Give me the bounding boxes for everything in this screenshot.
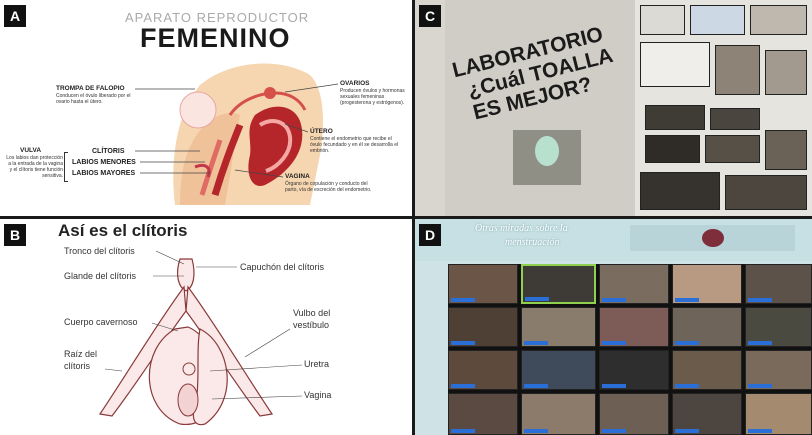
- name-tag: [451, 429, 475, 433]
- collage-photo: [640, 5, 685, 35]
- panel-b-letter: B: [4, 224, 26, 246]
- label-bulbo-2: vestíbulo: [293, 320, 329, 330]
- participant-tile[interactable]: [448, 350, 518, 390]
- participant-tile[interactable]: [745, 350, 812, 390]
- label-raiz-2: clítoris: [64, 361, 90, 371]
- panel-a-letter: A: [4, 5, 26, 27]
- collage-photo: [645, 105, 705, 130]
- collage-photo: [640, 172, 720, 210]
- panel-d: D Otras miradas sobre la menstruación: [415, 219, 812, 435]
- panel-a-leader-lines: [0, 0, 412, 216]
- name-tag: [675, 298, 699, 302]
- participant-tile[interactable]: [599, 350, 669, 390]
- name-tag: [748, 298, 772, 302]
- collage-photo: [710, 108, 760, 130]
- name-tag: [675, 429, 699, 433]
- participant-tile[interactable]: [599, 307, 669, 347]
- label-raiz-1: Raíz del: [64, 349, 97, 359]
- lab-photo: [513, 130, 581, 185]
- label-bulbo-1: Vulbo del: [293, 308, 330, 318]
- participant-tile[interactable]: [521, 393, 596, 435]
- panel-a: A APARATO REPRODUCTOR FEMENINO TROMPA DE…: [0, 0, 412, 216]
- panel-d-letter: D: [419, 224, 441, 246]
- participant-tile[interactable]: [672, 264, 742, 304]
- participant-tile-active[interactable]: [521, 264, 596, 304]
- participant-tile[interactable]: [521, 307, 596, 347]
- collage-photo: [750, 5, 807, 35]
- name-tag: [602, 341, 626, 345]
- collage-photo: [725, 175, 807, 210]
- banner-line-1: Otras miradas sobre la: [475, 223, 568, 234]
- participant-tile[interactable]: [521, 350, 596, 390]
- video-grid: [448, 264, 812, 435]
- collage-photo: [715, 45, 760, 95]
- participant-tile[interactable]: [672, 350, 742, 390]
- label-capuchon: Capuchón del clítoris: [240, 262, 324, 272]
- toalla-shape: [535, 136, 559, 166]
- participant-tile[interactable]: [599, 264, 669, 304]
- name-tag: [748, 341, 772, 345]
- label-cuerpo: Cuerpo cavernoso: [64, 317, 138, 327]
- name-tag: [748, 384, 772, 388]
- name-tag: [524, 341, 548, 345]
- collage-photo: [645, 135, 700, 163]
- participant-tile[interactable]: [448, 393, 518, 435]
- collage-photo: [705, 135, 760, 163]
- label-glande: Glande del clítoris: [64, 271, 136, 281]
- name-tag: [451, 384, 475, 388]
- name-tag: [451, 341, 475, 345]
- zoom-banner: Otras miradas sobre la menstruación: [415, 219, 812, 261]
- participant-tile[interactable]: [448, 307, 518, 347]
- panel-c: C LABORATORIO ¿Cuál TOALLA ES MEJOR?: [415, 0, 812, 216]
- label-vagina: Vagina: [304, 390, 331, 400]
- label-tronco: Tronco del clítoris: [64, 246, 135, 256]
- name-tag: [675, 384, 699, 388]
- participant-tile[interactable]: [448, 264, 518, 304]
- participant-tile[interactable]: [599, 393, 669, 435]
- photo-collage: [635, 0, 812, 216]
- collage-photo: [765, 50, 807, 95]
- name-tag: [451, 298, 475, 302]
- banner-line-2: menstruación: [505, 237, 559, 248]
- participant-tile[interactable]: [745, 264, 812, 304]
- participant-tile[interactable]: [745, 307, 812, 347]
- name-tag: [602, 298, 626, 302]
- panel-b: B Así es el clítoris Tronco del clítoris…: [0, 219, 412, 435]
- banner-illustration: [702, 229, 724, 247]
- name-tag: [675, 341, 699, 345]
- name-tag: [524, 384, 548, 388]
- name-tag: [602, 384, 626, 388]
- name-tag: [602, 429, 626, 433]
- name-tag: [525, 297, 549, 301]
- banner-decoration: [630, 225, 795, 251]
- clitoris-illustration: [0, 219, 412, 435]
- collage-photo: [640, 42, 710, 87]
- name-tag: [524, 429, 548, 433]
- participant-tile[interactable]: [745, 393, 812, 435]
- panel-c-letter: C: [419, 5, 441, 27]
- collage-photo: [765, 130, 807, 170]
- participant-tile[interactable]: [672, 307, 742, 347]
- label-uretra: Uretra: [304, 359, 329, 369]
- participant-tile[interactable]: [672, 393, 742, 435]
- collage-photo: [690, 5, 745, 35]
- name-tag: [748, 429, 772, 433]
